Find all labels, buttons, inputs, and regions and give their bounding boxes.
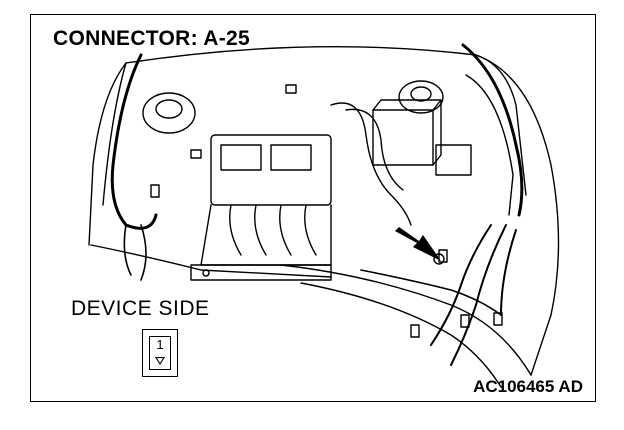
battery <box>372 109 434 166</box>
harness-left <box>110 53 158 230</box>
intake-duct <box>330 102 412 226</box>
harness-right <box>461 43 524 217</box>
hood-outline <box>125 45 527 196</box>
connector-pin-diagram: 1 <box>142 329 178 377</box>
right-fender <box>475 54 560 376</box>
strut-tower-left <box>142 92 196 134</box>
figure-code: AC106465 AD <box>473 377 583 396</box>
device-side-label: DEVICE SIDE <box>71 297 210 320</box>
page-title: CONNECTOR: A-25 <box>53 27 251 50</box>
relay-box <box>435 144 472 176</box>
radiator-support <box>190 264 332 281</box>
pointer-arrow <box>395 227 441 261</box>
bumper-outline <box>280 264 532 376</box>
diagram-frame: CONNECTOR: A-25 DEVICE SIDE 1 AC106465 A… <box>30 14 596 402</box>
engine-cover <box>210 134 332 206</box>
pin-number: 1 <box>156 337 164 352</box>
pin-cell: 1 <box>149 336 171 370</box>
left-fender <box>88 62 127 246</box>
pin-orientation-marker <box>155 357 165 365</box>
strut-tower-right <box>398 80 444 114</box>
intake-runners <box>229 204 317 256</box>
engine-bay-illustration <box>88 43 560 388</box>
